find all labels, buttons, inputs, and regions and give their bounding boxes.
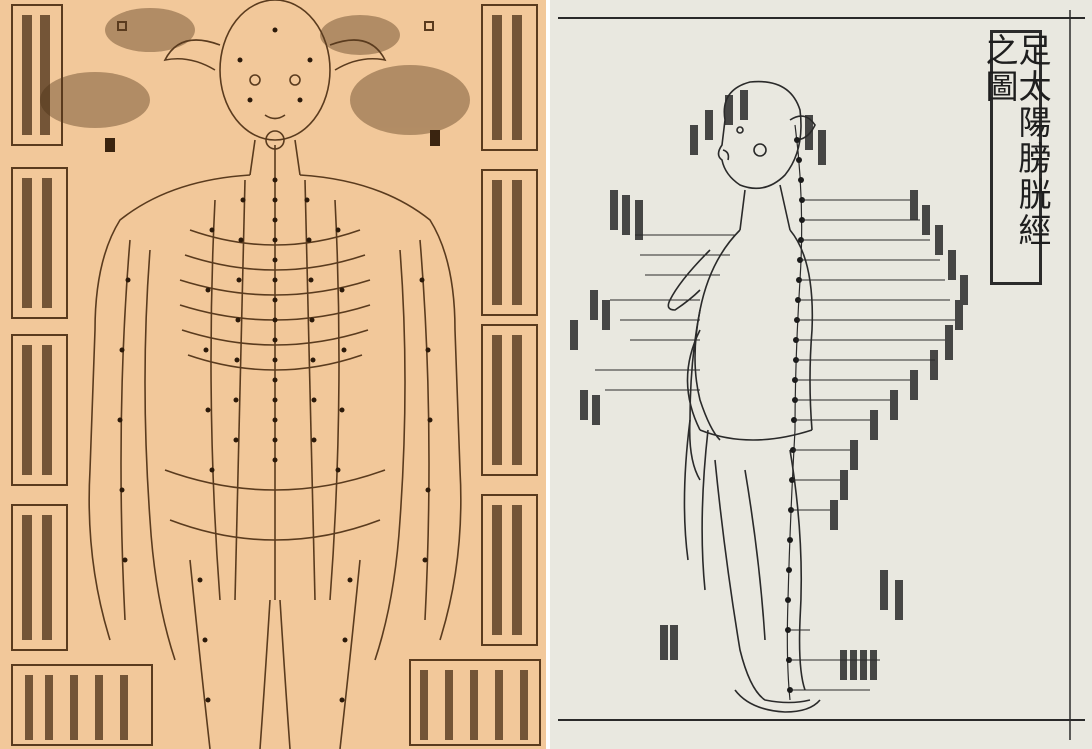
right-meridian-plate: 足太陽膀胱經之圖 xyxy=(550,0,1092,749)
meridian-title: 足太陽膀胱經之圖 xyxy=(983,33,1049,282)
left-plate-drawing xyxy=(0,0,546,749)
meridian-title-box: 足太陽膀胱經之圖 xyxy=(990,30,1042,285)
left-acupuncture-plate xyxy=(0,0,546,749)
